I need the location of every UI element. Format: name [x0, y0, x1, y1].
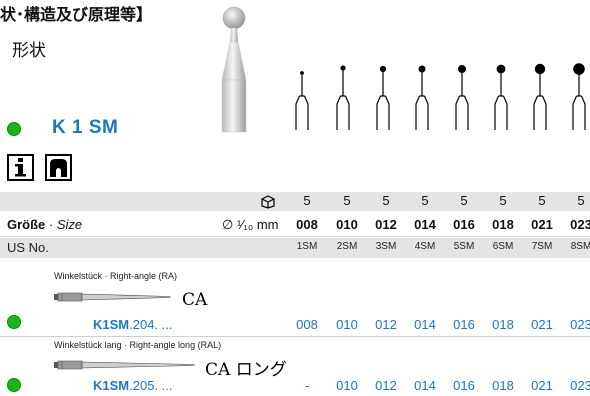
pack-count: 5 [538, 193, 546, 208]
variant-value: 021 [531, 317, 553, 332]
size-value: 021 [531, 217, 553, 232]
size-value: 023 [570, 217, 590, 232]
pack-count: 5 [343, 193, 351, 208]
order-code-suffix: .204. ... [129, 317, 173, 332]
variant-value: - [304, 378, 310, 393]
size-label-de: Größe [7, 217, 46, 232]
size-value: 010 [336, 217, 358, 232]
variant-values: - 010 012 014 016 018 021 023 [0, 378, 590, 396]
size-row: Größe · Size ∅ ¹⁄₁₀ mm 008 010 012 014 0… [0, 213, 590, 237]
us-value: 8SM [570, 241, 590, 252]
variant-value: 010 [336, 378, 358, 393]
bur-021 [533, 63, 547, 130]
bur-008 [295, 71, 309, 130]
size-unit: ∅ ¹⁄₁₀ mm [222, 217, 279, 232]
pack-count: 5 [577, 193, 585, 208]
bur-size-illustrations [295, 63, 586, 130]
size-value: 016 [453, 217, 475, 232]
bur-010 [336, 65, 350, 130]
us-value: 7SM [531, 241, 553, 252]
bur-018 [494, 64, 508, 130]
size-label: Größe · Size [7, 217, 82, 232]
variant-label: Winkelstück · Right-angle (RA) [54, 271, 178, 281]
row-divider [0, 336, 590, 337]
section-subtitle: 形状 [12, 41, 46, 61]
pack-count: 5 [421, 193, 429, 208]
us-value: 5SM [453, 241, 475, 252]
size-value: 018 [492, 217, 514, 232]
variant-label: Winkelstück lang · Right-angle long (RAL… [54, 340, 222, 350]
handpiece-ral-icon [54, 360, 195, 370]
variant-value: 010 [336, 317, 358, 332]
variant-jp-label: CA ロング [205, 360, 287, 380]
status-dot-icon [7, 122, 21, 136]
variant-value: 014 [414, 317, 436, 332]
order-code-suffix: .205. ... [129, 378, 173, 393]
variant-values: 008 010 012 014 016 018 021 023 [0, 317, 590, 335]
variant-value: 018 [492, 317, 514, 332]
pack-count: 5 [499, 193, 507, 208]
variant-value: 021 [531, 378, 553, 393]
variant-value: 023 [570, 378, 590, 393]
package-icon [261, 195, 275, 209]
order-code: K1SM.205. ... [93, 378, 173, 393]
size-value: 014 [414, 217, 436, 232]
us-row: US No. 1SM 2SM 3SM 4SM 5SM 6SM 7SM 8SM [0, 238, 590, 258]
size-label-sep: · [45, 217, 57, 232]
variant-value: 012 [375, 317, 397, 332]
variant-value: 016 [453, 378, 475, 393]
info-icon [7, 154, 34, 181]
status-dot-icon [7, 315, 21, 329]
us-value: 4SM [414, 241, 436, 252]
package-row: 5 5 5 5 5 5 5 5 [0, 192, 590, 211]
bur-012 [376, 65, 390, 130]
size-value: 012 [375, 217, 397, 232]
section-title: 状･構造及び原理等】 [0, 5, 153, 24]
order-code: K1SM.204. ... [93, 317, 173, 332]
handpiece-ra-icon [54, 292, 171, 302]
us-value: 6SM [492, 241, 514, 252]
product-photo [221, 6, 247, 133]
us-value: 3SM [375, 241, 397, 252]
bur-014 [415, 65, 429, 130]
order-code-prefix: K1SM [93, 317, 130, 332]
variant-jp-label: CA [182, 290, 208, 310]
variant-value: 016 [453, 317, 475, 332]
bur-016 [455, 64, 469, 130]
size-value: 008 [296, 217, 318, 232]
variant-value: 012 [375, 378, 397, 393]
pack-count: 5 [382, 193, 390, 208]
variant-value: 023 [570, 317, 590, 332]
us-label: US No. [7, 240, 49, 255]
bur-023 [572, 63, 586, 130]
us-value: 1SM [296, 241, 318, 252]
pack-count: 5 [303, 193, 311, 208]
size-label-en: Size [56, 217, 83, 232]
order-code-prefix: K1SM [93, 378, 130, 393]
us-value: 2SM [336, 241, 358, 252]
variant-value: 008 [296, 317, 318, 332]
variant-value: 014 [414, 378, 436, 393]
model-name: K 1 SM [52, 117, 119, 138]
pack-count: 5 [460, 193, 468, 208]
status-dot-icon [7, 378, 21, 392]
handpiece-icon [45, 154, 72, 181]
variant-value: 018 [492, 378, 514, 393]
